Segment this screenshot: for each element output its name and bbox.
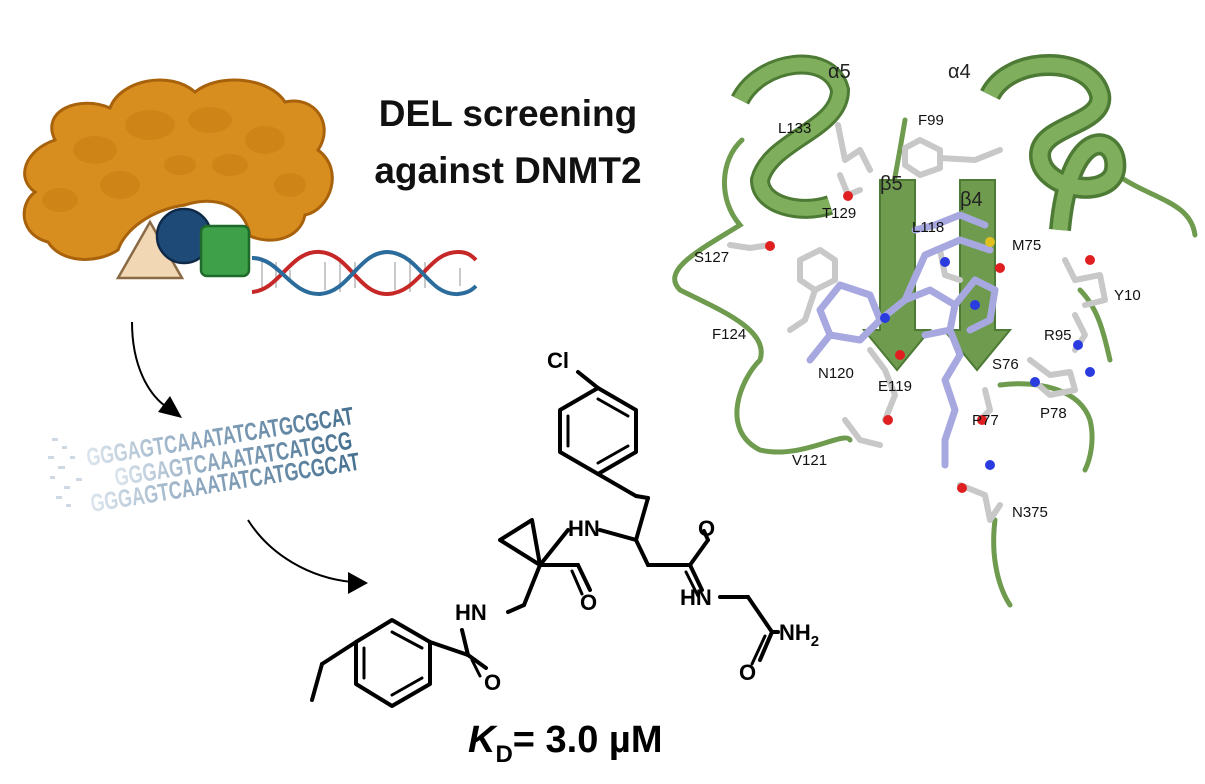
- co-double-bond-2: [684, 570, 700, 598]
- sequence-fade-dots: [48, 438, 82, 507]
- residue-label: R95: [1044, 327, 1072, 344]
- atom-o-glycinamide: O: [739, 660, 756, 685]
- helix-alpha5: [731, 54, 851, 219]
- compound-structure: [354, 370, 780, 708]
- cyclopropane-ring: [498, 518, 542, 567]
- atom-hn-top: HN: [568, 516, 600, 541]
- compound-extra-bonds: [310, 640, 358, 702]
- strand-beta4: [941, 179, 1013, 372]
- residue-label: M75: [1012, 237, 1041, 254]
- square-block: [199, 224, 251, 278]
- strand-beta5: [861, 179, 933, 372]
- atom-hn-left: HN: [455, 600, 487, 625]
- residue-label: V121: [792, 452, 827, 469]
- residue-label: E119: [878, 378, 912, 395]
- residue-label: P78: [1040, 405, 1067, 422]
- arrow-sequencing-to-compound: [247, 519, 353, 583]
- atom-o-benzamide: O: [484, 670, 501, 695]
- atom-hn-middle: HN: [680, 585, 712, 610]
- label-helix-alpha5: α5: [828, 61, 851, 83]
- dna-helix: [251, 249, 478, 297]
- title-line-2: against DNMT2: [374, 150, 641, 191]
- residue-label: T129: [822, 205, 856, 222]
- ligand-pose: [806, 211, 999, 469]
- sequencing-reads: GGGAGTCAAATATCATGCGCAT GGGAGTCAAATATCATG…: [48, 402, 362, 518]
- residue-label: L118: [912, 219, 944, 236]
- title-line-1: DEL screening: [379, 93, 637, 134]
- atom-cl: Cl: [547, 348, 569, 373]
- protein-binding-site-render: α5 α4 β5 β4 L133 F99 T129 L118 M75 S127 …: [672, 54, 1198, 608]
- heteroatoms: [765, 191, 1095, 493]
- sidechains: [727, 122, 1108, 523]
- ethylphenyl-ring: [354, 618, 432, 708]
- arrow-enzyme-to-sequencing: [131, 321, 169, 409]
- label-strand-beta4: β4: [960, 189, 983, 211]
- label-strand-beta5: β5: [880, 173, 903, 195]
- enzyme-dna-complex-illustration: [22, 78, 478, 297]
- atom-o-amide-2: O: [698, 516, 715, 541]
- residue-label: N375: [1012, 504, 1048, 521]
- enzyme-texture: [42, 107, 306, 212]
- residue-label: Y10: [1114, 287, 1141, 304]
- residue-label: P77: [972, 412, 999, 429]
- arrow-head-1: [158, 396, 182, 418]
- residue-label: F99: [918, 112, 944, 129]
- residue-label: S127: [694, 249, 729, 266]
- helix-alpha4: [980, 54, 1127, 232]
- residue-label: S76: [992, 356, 1019, 373]
- atom-o-amide-1: O: [580, 590, 597, 615]
- flow-arrows: [131, 321, 368, 594]
- kd-value: KD= 3.0 µM: [468, 719, 662, 768]
- residue-label: N120: [818, 365, 854, 382]
- atom-nh2: NH2: [779, 620, 819, 650]
- arrow-head-2: [348, 572, 368, 594]
- label-helix-alpha4: α4: [948, 61, 971, 83]
- residue-label: F124: [712, 326, 746, 343]
- residue-label: L133: [778, 120, 811, 137]
- chlorophenyl-ring: [558, 386, 638, 476]
